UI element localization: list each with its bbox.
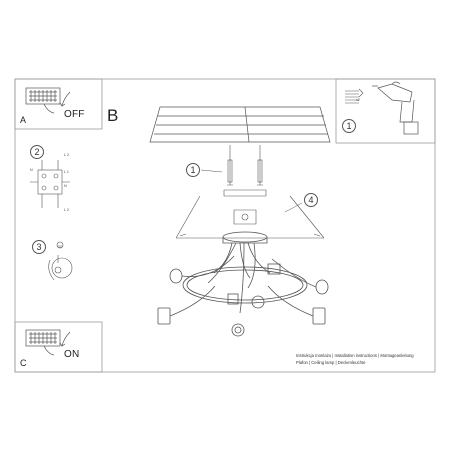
tools-step-marker: 1	[342, 119, 356, 133]
switch-off-icon	[25, 87, 71, 114]
terminal-label-5: L 2	[64, 208, 69, 212]
panel-c-letter: C	[20, 358, 27, 368]
caption-line-2: Plafon | Ceiling lamp | Deckenleuchte	[296, 360, 366, 365]
socket-mid-right	[251, 295, 265, 309]
switch-on-icon	[25, 329, 71, 356]
socket-mid-left	[227, 293, 239, 305]
step-3-marker: 3	[32, 240, 46, 254]
lamp-body	[157, 231, 329, 337]
socket-back-right	[271, 258, 329, 295]
screws-icon	[345, 88, 364, 104]
mounting-screws	[227, 145, 263, 186]
step-4-marker: 4	[304, 193, 318, 207]
socket-center	[231, 323, 245, 337]
sheet-frame	[14, 78, 436, 373]
terminal-label-1: L 2	[64, 153, 69, 157]
socket-right	[267, 285, 326, 325]
mounting-bracket	[175, 189, 325, 239]
terminal-block-icon	[30, 160, 70, 208]
panel-a-letter: A	[20, 115, 27, 125]
step-2-marker: 2	[30, 145, 44, 159]
terminal-label-4: N	[64, 184, 67, 188]
on-label: ON	[64, 349, 80, 360]
step-1-marker: 1	[186, 163, 200, 177]
terminal-label-2: N	[30, 168, 33, 172]
screw-quantity: x2	[356, 98, 360, 102]
drill-icon	[372, 81, 419, 135]
panel-b-letter: B	[107, 106, 119, 125]
terminal-label-3: L 1	[64, 170, 69, 174]
callout-leader-1	[200, 169, 223, 173]
off-label: OFF	[64, 109, 85, 120]
socket-back-left	[169, 255, 235, 284]
socket-front-left	[157, 285, 216, 325]
ground-connector-icon	[48, 241, 73, 281]
ceiling-boards	[149, 106, 331, 143]
callout-leader-4	[284, 202, 303, 213]
panel-a-frame	[14, 78, 103, 130]
socket-top-right	[267, 263, 281, 275]
tools-panel-frame	[335, 78, 436, 144]
caption-line-1: Instrukcja montażu | Installation instru…	[296, 353, 414, 358]
panel-c-frame	[14, 321, 103, 373]
